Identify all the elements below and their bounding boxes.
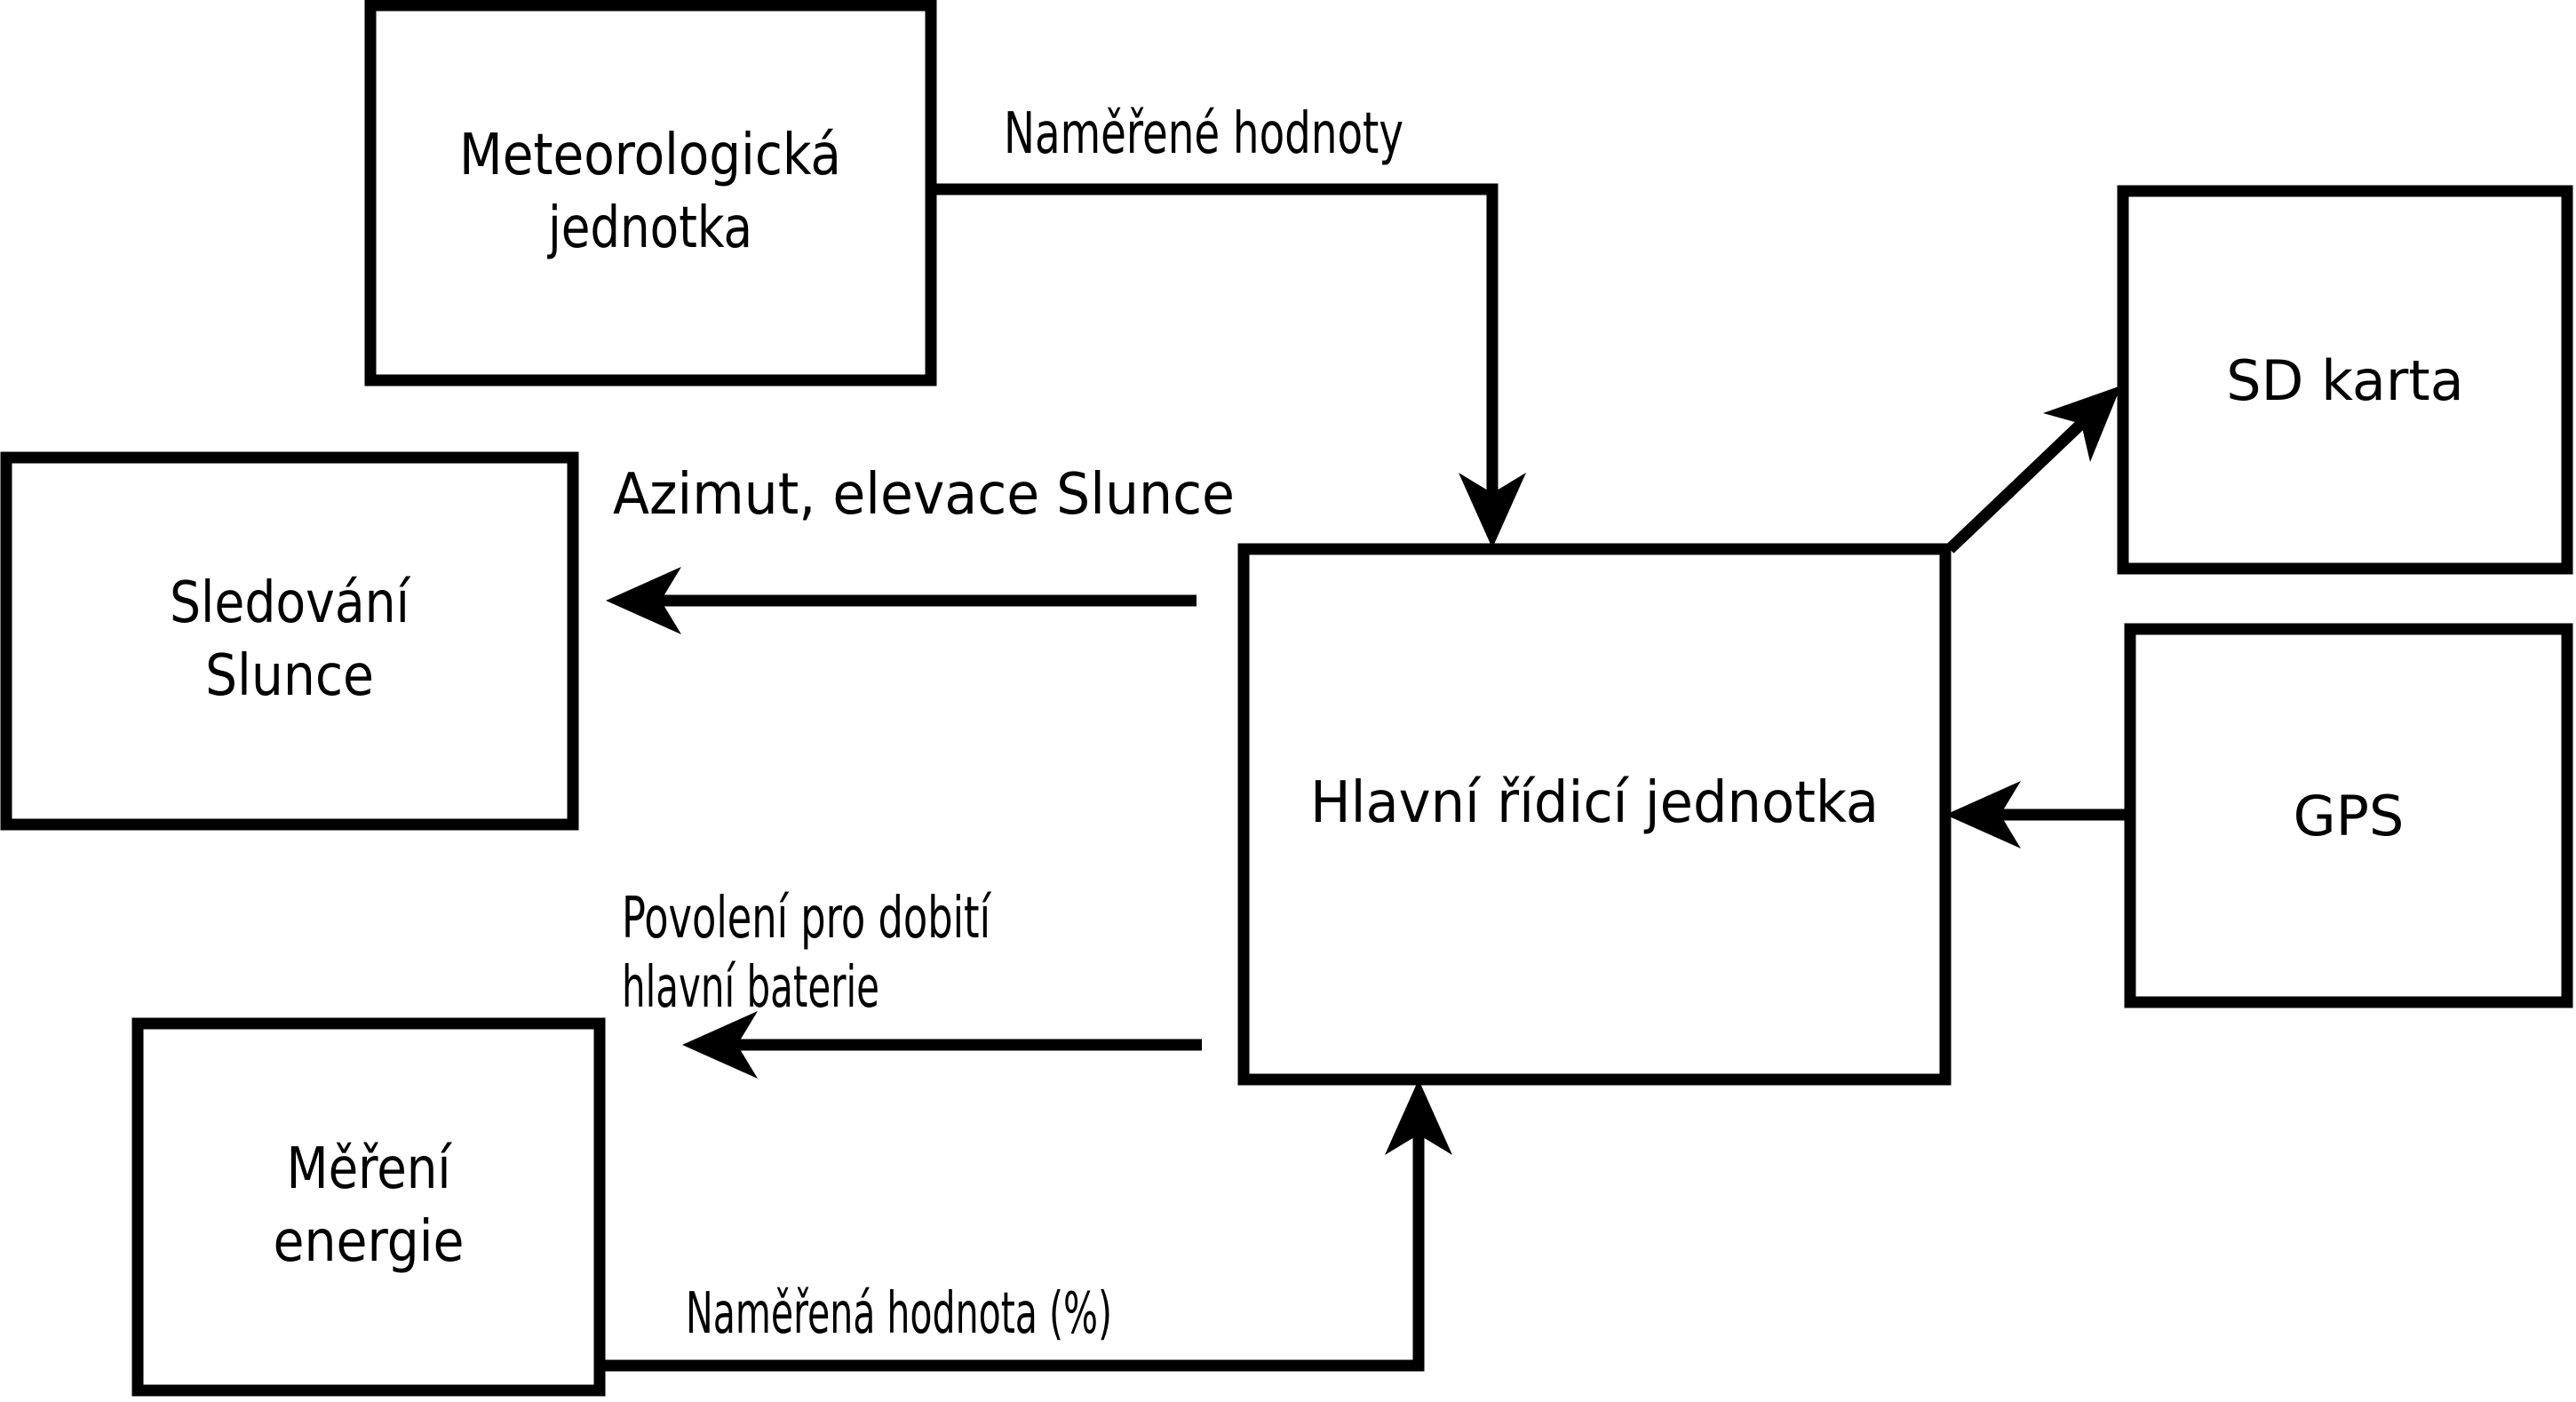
edge-sd-link (1945, 386, 2121, 554)
edge-povoleni-label-line2: hlavní baterie (622, 955, 879, 1021)
box-mereni-label-line2: energie (274, 1209, 465, 1275)
box-sd-rect (2117, 185, 2573, 575)
edge-namerene-label: Naměřené hodnoty (1004, 101, 1403, 167)
box-mereni-energie: Měření energie (131, 1017, 606, 1397)
edge-povoleni-dobiti: Povolení pro dobití hlavní baterie (622, 886, 1202, 1079)
arrow-up-icon (1385, 1079, 1452, 1155)
box-sd-karta: SD karta (2117, 185, 2573, 575)
edge-namerena-hodnota: Naměřená hodnota (%) (600, 1079, 1452, 1372)
box-sledovani-label-line1: Sledování (170, 570, 411, 636)
box-mereni-rect (131, 1017, 606, 1397)
edge-namerene-hodnoty: Naměřené hodnoty (931, 101, 1526, 548)
box-sd-label: SD karta (2226, 348, 2463, 413)
edge-sd-line (1945, 419, 2086, 554)
box-gps-rect (2124, 623, 2573, 1008)
box-hlavni-rect (1237, 543, 1952, 1086)
edge-namerena-label: Naměřená hodnota (%) (686, 1281, 1112, 1347)
arrow-left-icon (606, 567, 681, 634)
box-sledovani-label-line2: Slunce (205, 643, 374, 709)
edge-gps-link (1945, 781, 2130, 848)
edge-namerena-line (600, 1135, 1425, 1372)
box-gps: GPS (2124, 623, 2573, 1008)
edge-azimut-label: Azimut, elevace Slunce (613, 462, 1235, 528)
edge-namerene-line (931, 183, 1499, 493)
arrow-left-icon (1945, 781, 2021, 848)
box-meteorologicka-label-line2: jednotka (547, 195, 752, 261)
edge-povoleni-label-line1: Povolení pro dobití (622, 886, 992, 952)
box-gps-label: GPS (2294, 784, 2405, 848)
box-mereni-label-line1: Měření (287, 1136, 453, 1202)
box-hlavni-ridici-jednotka: Hlavní řídicí jednotka (1237, 543, 1952, 1086)
arrow-up-right-icon (2043, 386, 2121, 462)
edge-azimut-elevace: Azimut, elevace Slunce (606, 462, 1235, 634)
box-hlavni-label: Hlavní řídicí jednotka (1310, 770, 1879, 836)
box-sledovani-slunce: Sledování Slunce (0, 451, 579, 831)
arrow-left-icon (682, 1011, 758, 1079)
box-meteorologicka-rect (364, 0, 937, 386)
box-meteorologicka-jednotka: Meteorologická jednotka (364, 0, 937, 386)
box-meteorologicka-label-line1: Meteorologická (459, 123, 841, 188)
box-sledovani-rect (0, 451, 579, 831)
arrow-down-icon (1459, 473, 1526, 548)
